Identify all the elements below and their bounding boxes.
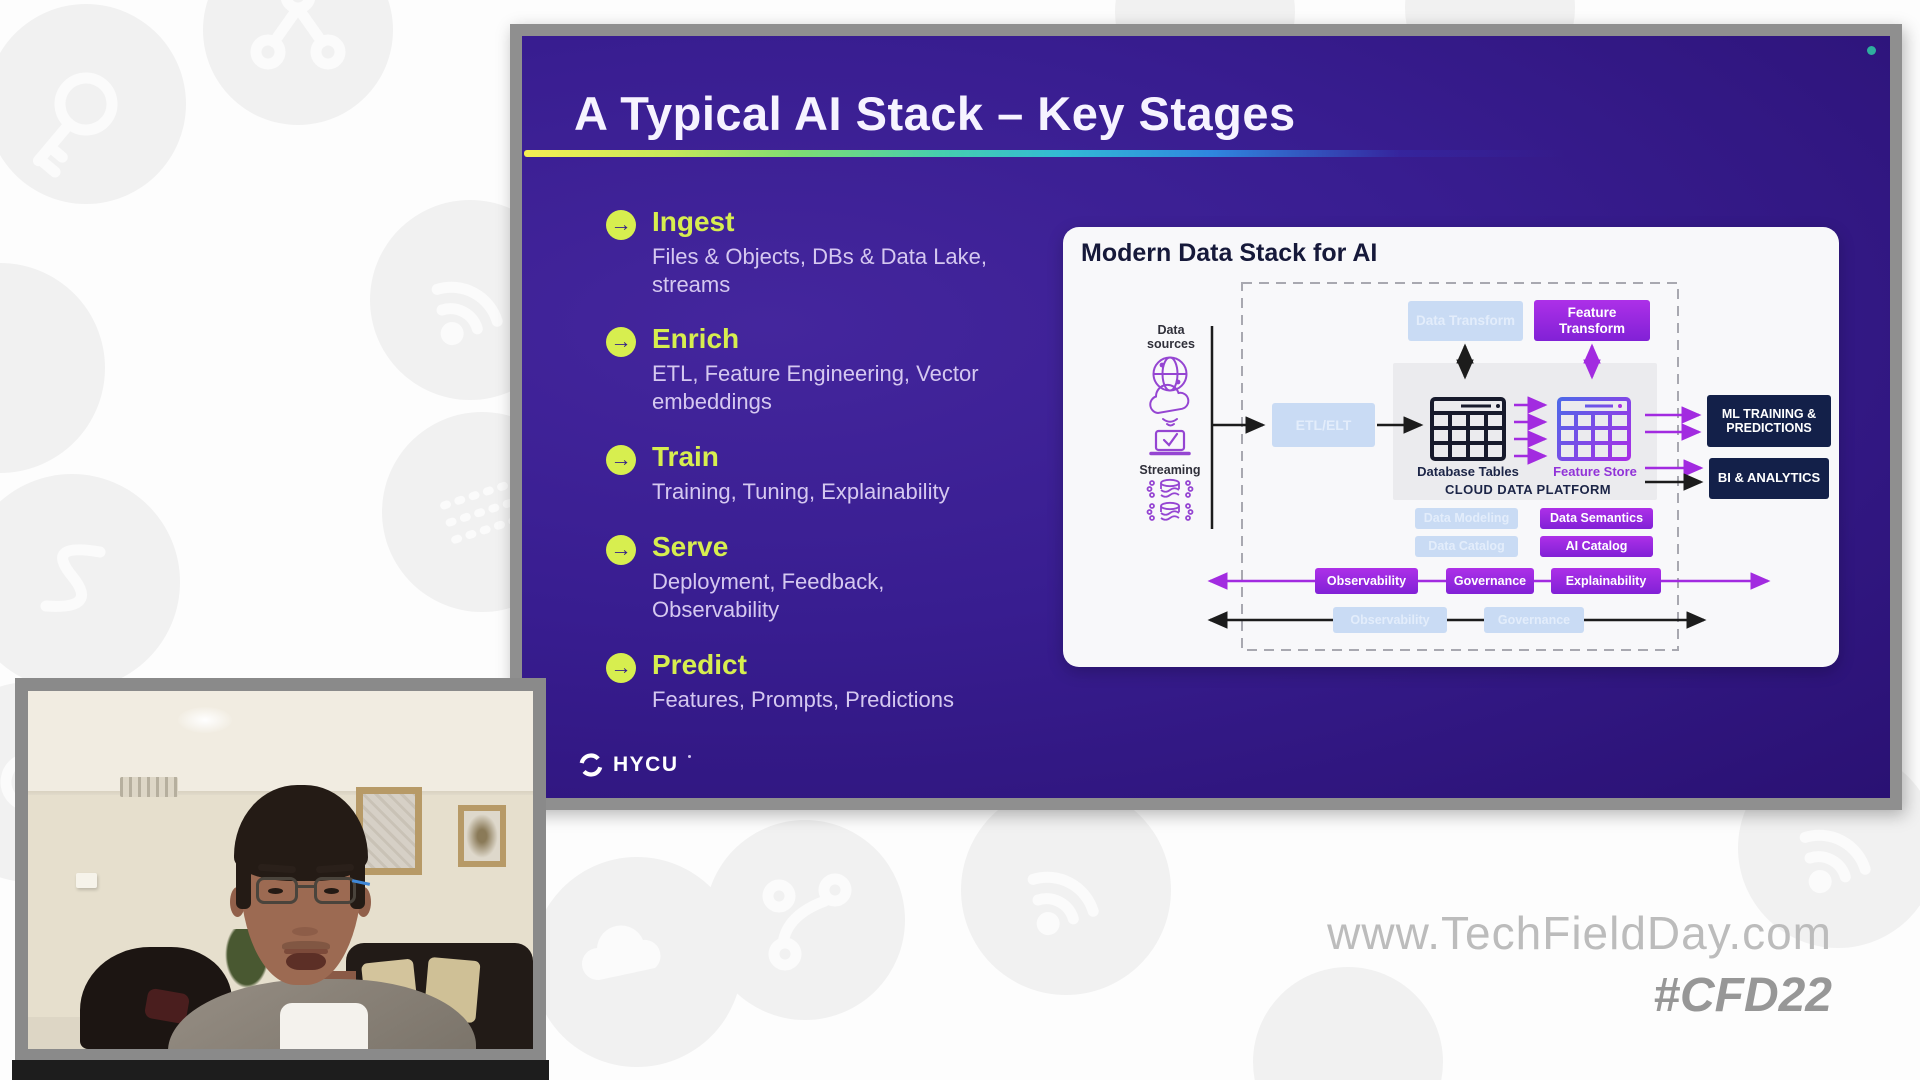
observability-box-purple: Observability [1315, 568, 1418, 594]
watermark-hashtag: #CFD22 [1653, 969, 1832, 1022]
stage-item-enrich: → Enrich ETL, Feature Engineering, Vecto… [606, 323, 979, 417]
presenter-glasses-lens [256, 877, 298, 904]
feature-transform-box: Feature Transform [1534, 300, 1650, 341]
stage-description: ETL, Feature Engineering, Vector embeddi… [652, 361, 979, 415]
cloud-data-platform-label: CLOUD DATA PLATFORM [1445, 482, 1611, 497]
arrow-bullet-icon: → [606, 653, 636, 683]
presenter-eye [324, 888, 339, 894]
hycu-logo: HYCU [578, 752, 691, 778]
wifi-icon [1027, 871, 1099, 936]
slide-title: A Typical AI Stack – Key Stages [574, 87, 1296, 140]
stage-label: Serve [652, 531, 729, 562]
hycu-trademark-dot [687, 755, 691, 758]
database-tables-icon [1430, 397, 1506, 461]
governance-box-blue: Governance [1484, 607, 1584, 633]
key-icon [32, 72, 118, 178]
branch-icon [762, 873, 852, 971]
arrow-bullet-icon: → [606, 210, 636, 240]
diagram-title: Modern Data Stack for AI [1081, 239, 1378, 267]
presenter-lip [284, 949, 328, 954]
presenter-sideburn [236, 851, 251, 909]
presenter-glasses-bridge [297, 885, 315, 888]
cloud-signal-icon [1149, 383, 1190, 427]
dashed-boundary [1241, 282, 1679, 651]
presenter-nose [292, 927, 318, 936]
data-transform-box: Data Transform [1408, 301, 1523, 341]
s-curve-icon [40, 544, 106, 612]
presenter-glasses-lens [314, 877, 356, 904]
governance-box-purple: Governance [1446, 568, 1534, 594]
title-underline-gradient [524, 150, 1566, 157]
arrow-bullet-icon: → [606, 327, 636, 357]
watermark-url: www.TechFieldDay.com [1327, 907, 1832, 959]
stage-item-predict: → Predict Features, Prompts, Predictions [606, 649, 954, 714]
ml-training-box: ML TRAINING & PREDICTIONS [1707, 395, 1831, 447]
webcam-air-vent [120, 777, 178, 797]
slide-canvas: A Typical AI Stack – Key Stages → Ingest… [522, 36, 1890, 798]
streaming-icon [1146, 478, 1194, 521]
network-icon [250, 0, 346, 70]
stage-item-train: → Train Training, Tuning, Explainability [606, 441, 950, 506]
webcam-picture-frame [458, 805, 506, 867]
stage-item-ingest: → Ingest Files & Objects, DBs & Data Lak… [606, 206, 987, 300]
stage-item-serve: → Serve Deployment, Feedback, Observabil… [606, 531, 884, 625]
explainability-box-purple: Explainability [1551, 568, 1661, 594]
presentation-slide: A Typical AI Stack – Key Stages → Ingest… [510, 24, 1902, 810]
bi-analytics-box: BI & ANALYTICS [1709, 458, 1829, 499]
presenter-tshirt [280, 1003, 368, 1049]
stage-label: Predict [652, 649, 747, 680]
presenter-eye [268, 888, 283, 894]
ai-catalog-box: AI Catalog [1540, 536, 1653, 557]
cloud-icon [581, 925, 661, 981]
wifi-icon [431, 281, 503, 346]
stage-description: Deployment, Feedback, Observability [652, 569, 885, 623]
stage-label: Ingest [652, 206, 735, 237]
data-sources-label: Data sources [1147, 323, 1195, 352]
hycu-logo-icon [579, 753, 603, 777]
stage-description: Training, Tuning, Explainability [652, 479, 950, 505]
presenter-mustache-shadow [282, 941, 330, 952]
stage-description: Features, Prompts, Predictions [652, 687, 955, 713]
dots-icon [440, 480, 524, 544]
webcam-letterbox-strip [12, 1060, 549, 1080]
laptop-check-icon [1149, 429, 1191, 456]
webcam-video [15, 678, 546, 1062]
status-dot [1867, 46, 1876, 55]
arrow-bullet-icon: → [606, 445, 636, 475]
database-tables-label: Database Tables [1417, 464, 1519, 479]
data-catalog-box: Data Catalog [1415, 536, 1518, 557]
stage-label: Enrich [652, 323, 740, 354]
hycu-logo-text: HYCU [613, 753, 679, 776]
data-modeling-box: Data Modeling [1415, 508, 1518, 529]
streaming-label: Streaming [1139, 463, 1201, 477]
webcam-thermostat [76, 873, 97, 888]
diagram-graphics [1146, 282, 1771, 651]
data-semantics-box: Data Semantics [1540, 508, 1653, 529]
stage-label: Train [652, 441, 719, 472]
stage-description: Files & Objects, DBs & Data Lake, stream… [652, 244, 988, 298]
webcam-ceiling-light [178, 707, 232, 733]
globe-icon [1152, 356, 1188, 392]
feature-store-icon [1557, 397, 1631, 461]
observability-box-blue: Observability [1333, 607, 1447, 633]
arrow-bullet-icon: → [606, 535, 636, 565]
wifi-icon [1799, 829, 1871, 894]
webcam-ceiling [28, 691, 533, 795]
presenter-mouth [286, 953, 326, 970]
etl-elt-box: ETL/ELT [1272, 403, 1375, 447]
diagram-panel: Modern Data Stack for AI Data sources St… [1063, 227, 1839, 667]
event-watermark: www.TechFieldDay.com #CFD22 [1327, 906, 1832, 1023]
feature-store-label: Feature Store [1553, 464, 1637, 479]
